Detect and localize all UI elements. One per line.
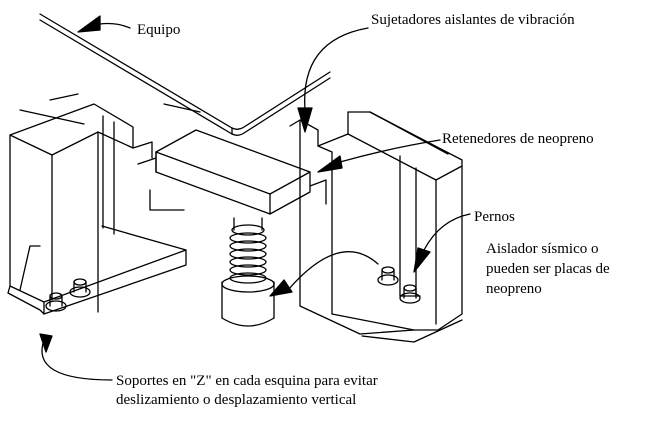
right-bolts (377, 266, 421, 304)
label-soportes-1: Soportes en "Z" en cada esquina para evi… (116, 373, 378, 389)
right-z-support (289, 111, 463, 343)
leader-pernos (413, 213, 471, 273)
neoprene-block (137, 129, 327, 215)
label-aislador-3: neopreno (486, 281, 542, 297)
leader-sujetadores (297, 27, 369, 133)
label-retenedores: Retenedores de neopreno (442, 131, 594, 147)
leader-equipo (77, 15, 131, 33)
leader-soportes (39, 333, 113, 381)
left-z-support (7, 103, 187, 315)
left-bolts (45, 278, 91, 312)
label-aislador-1: Aislador sísmico o (486, 241, 599, 257)
label-soportes-2: deslizamiento o desplazamiento vertical (116, 392, 357, 408)
leader-aislador (269, 251, 379, 297)
label-sujetadores: Sujetadores aislantes de vibración (371, 12, 575, 28)
spring-isolator (221, 217, 275, 327)
label-aislador-2: pueden ser placas de (486, 261, 610, 277)
label-pernos: Pernos (474, 209, 515, 225)
label-equipo: Equipo (137, 22, 181, 38)
equipment-frame (19, 13, 331, 136)
leader-retenedores (317, 139, 441, 173)
